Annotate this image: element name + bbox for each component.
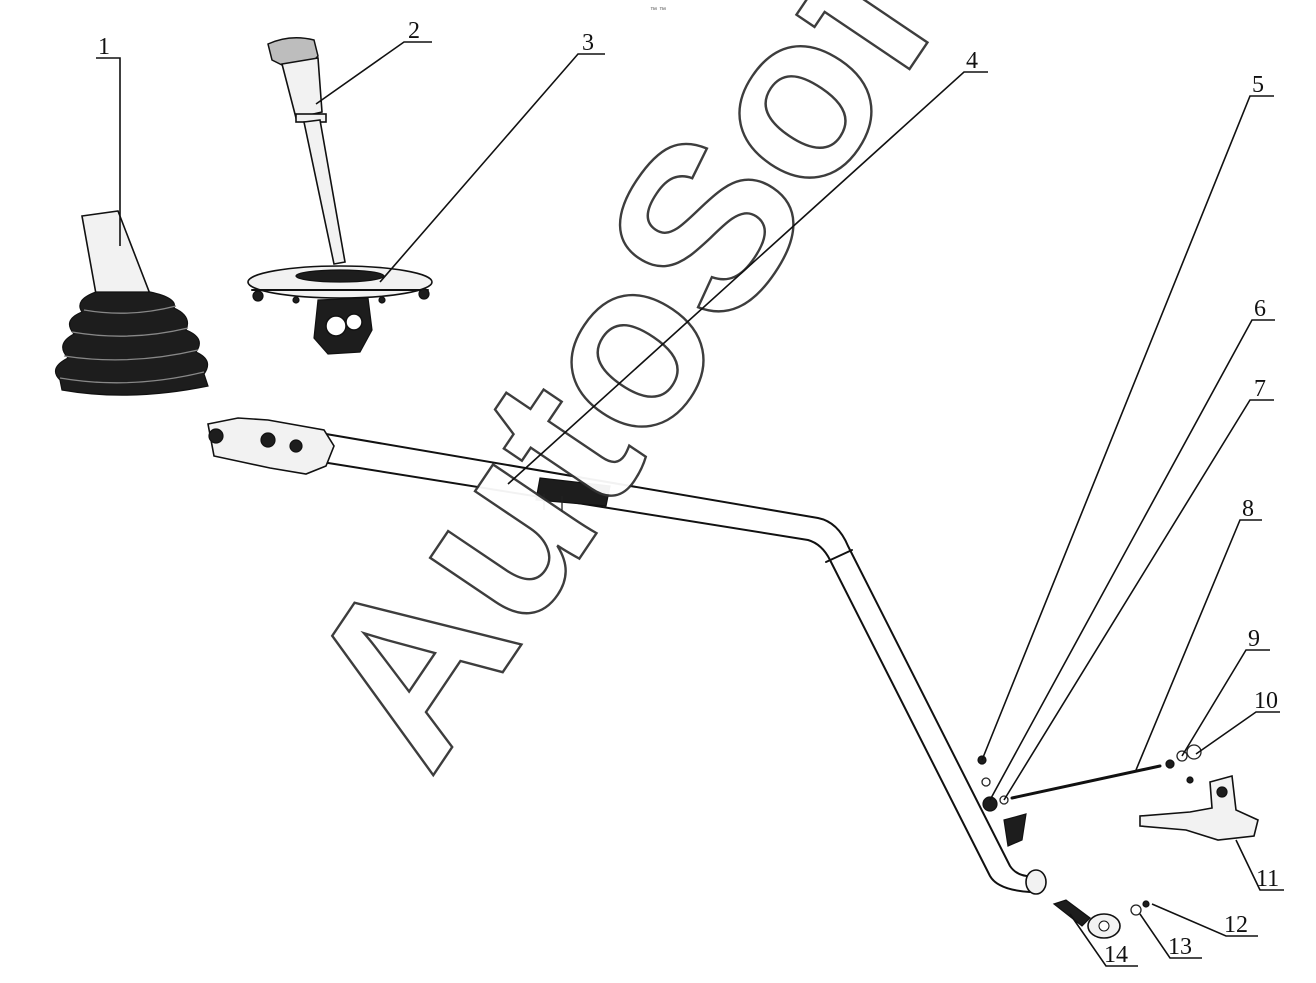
callout-numbers: 1 2 3 4 5 6 7 8 9 10 11 12 13 14 bbox=[98, 18, 1279, 968]
callout-12: 12 bbox=[1224, 912, 1248, 938]
callout-2: 2 bbox=[408, 18, 420, 44]
parts-12-14-fasteners bbox=[1052, 899, 1150, 939]
callout-1: 1 bbox=[98, 34, 110, 60]
callout-14: 14 bbox=[1104, 942, 1128, 968]
parts-5-10-linkage bbox=[977, 744, 1202, 812]
callout-13: 13 bbox=[1168, 934, 1192, 960]
callout-11: 11 bbox=[1256, 866, 1279, 892]
part-3-lever-base bbox=[247, 265, 433, 355]
callout-5: 5 bbox=[1252, 72, 1264, 98]
callout-3: 3 bbox=[582, 30, 594, 56]
part-4-shift-rod bbox=[207, 417, 1047, 895]
part-1-shift-boot bbox=[54, 210, 209, 396]
leader-lines bbox=[96, 41, 1284, 967]
callout-6: 6 bbox=[1254, 296, 1266, 322]
callout-8: 8 bbox=[1242, 496, 1254, 522]
callout-9: 9 bbox=[1248, 626, 1260, 652]
header-mark: ™ ™ bbox=[650, 7, 666, 14]
part-11-bracket bbox=[1139, 774, 1259, 841]
callout-4: 4 bbox=[966, 48, 978, 74]
part-2-gear-lever bbox=[267, 37, 346, 265]
callout-10: 10 bbox=[1254, 688, 1278, 714]
callout-7: 7 bbox=[1254, 376, 1266, 402]
